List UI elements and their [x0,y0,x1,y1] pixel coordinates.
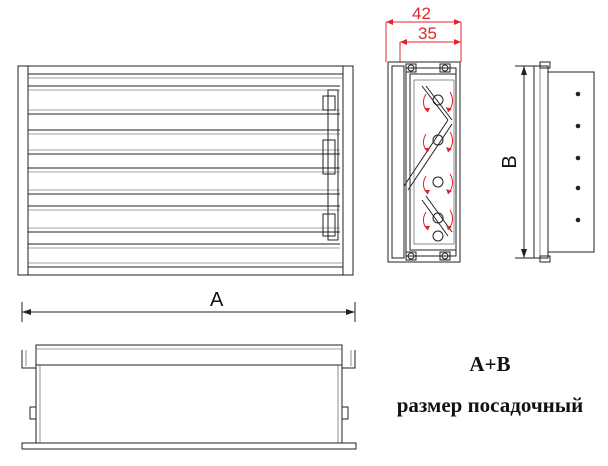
caption-description: размер посадочный [396,393,584,417]
front-bracket-tab-2 [322,139,336,175]
top-flange [35,344,343,366]
width-a-label: A [210,289,224,311]
side-body [387,61,461,263]
rear-rivets [575,91,581,223]
top-right-ear [342,350,356,369]
rear-body [547,71,595,253]
width-dimension: A [21,289,356,322]
rear-view: B [499,61,595,263]
front-bracket-tab-3 [322,213,336,237]
front-view [17,65,354,276]
caption-formula: A+B [469,352,511,376]
side-linkage [403,85,453,242]
front-left-flange [17,65,29,276]
side-mechanism-housing [409,73,457,251]
front-blades [28,85,340,249]
depth-dimension: 42 35 [385,4,462,62]
height-b-label: B [499,155,521,168]
depth-outer-label: 42 [412,4,431,23]
top-left-ear [21,350,36,369]
blade-rotation-arrows [422,91,454,231]
front-right-flange [342,65,354,276]
front-inner-casing [27,73,344,268]
height-dimension: B [499,65,540,259]
front-drive-bracket [327,89,339,241]
top-base-plate [21,442,357,450]
top-body [35,364,343,444]
top-view: A [21,289,357,450]
rear-flange [533,65,549,259]
side-flange [391,65,405,259]
front-bracket-tab-1 [322,95,336,111]
side-view: 42 35 [385,4,462,263]
depth-inner-label: 35 [418,24,437,43]
